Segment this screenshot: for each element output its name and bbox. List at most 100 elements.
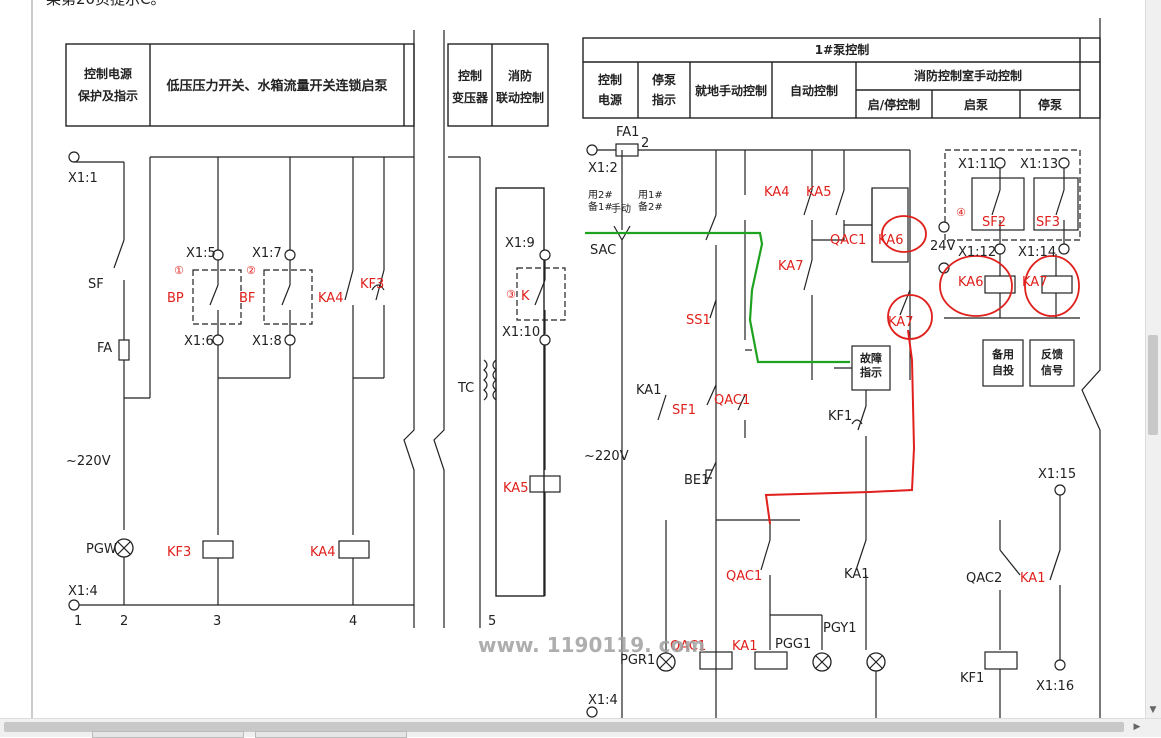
- terminal-x1-14: X1:14: [1018, 245, 1056, 260]
- header-start: 启泵: [964, 97, 988, 112]
- label-sf: SF: [88, 277, 104, 292]
- top-text: 某第20页提示C。: [46, 0, 166, 8]
- label-qac2: QAC2: [966, 571, 1002, 586]
- box-feedback: 反馈信号: [1041, 347, 1063, 377]
- left-labels: X1:1 SF FA ~220V PGW X1:4 X1:5 X1:7 X1:6…: [66, 171, 540, 629]
- label-ka6-coil: KA6: [958, 275, 983, 290]
- watermark: www. 1190119. com: [478, 633, 705, 657]
- right-title: 1#泵控制: [815, 42, 869, 57]
- annotations: [585, 215, 1080, 525]
- terminal-x1-6: X1:6: [184, 334, 214, 349]
- label-ka1-b: KA1: [844, 567, 869, 582]
- label-sf1: SF1: [672, 403, 696, 418]
- terminal-x1-10: X1:10: [502, 325, 540, 340]
- label-ka7-coil: KA7: [1022, 275, 1047, 290]
- label-ss1: SS1: [686, 313, 711, 328]
- label-be1: BE1: [684, 473, 709, 488]
- right-wiring: [586, 18, 1101, 718]
- terminal-x1-4-right: X1:4: [588, 693, 618, 708]
- sac-label-manual: 手动: [611, 202, 631, 215]
- marker-1: ①: [174, 264, 184, 277]
- column-1: 1: [74, 614, 82, 629]
- label-pgr1: PGR1: [620, 653, 655, 668]
- bottom-tab-1[interactable]: [92, 731, 244, 738]
- horizontal-scroll-thumb[interactable]: [4, 722, 1124, 732]
- marker-2: ②: [246, 264, 256, 277]
- label-qac1-b: QAC1: [714, 393, 750, 408]
- header-start-stop: 启/停控制: [868, 97, 920, 112]
- label-k: K: [521, 289, 530, 304]
- box-fault-indicator: 故障指示: [860, 351, 882, 379]
- label-pgy1: PGY1: [823, 621, 856, 636]
- right-header-table: 1#泵控制 控制电源 停泵指示 就地手动控制 自动控制 消防控制室手动控制 启/…: [582, 37, 1101, 119]
- label-ka7-contact-b: KA7: [888, 315, 913, 330]
- bottom-tab-2[interactable]: [255, 731, 407, 738]
- label-qac1-c: QAC1: [726, 569, 762, 584]
- header-power-protect: 控制电源保护及指示: [77, 66, 138, 103]
- green-trace: [585, 231, 850, 364]
- label-24v: 24V: [930, 239, 956, 254]
- label-ka5-coil: KA5: [503, 481, 528, 496]
- terminal-x1-12: X1:12: [958, 245, 996, 260]
- column-5: 5: [488, 614, 496, 629]
- label-tc: TC: [457, 381, 474, 396]
- terminal-x1-8: X1:8: [252, 334, 282, 349]
- label-qac1-contact: QAC1: [830, 233, 866, 248]
- label-sf3: SF3: [1036, 215, 1060, 230]
- header-transformer: 控制变压器: [452, 68, 489, 105]
- label-bp: BP: [167, 291, 184, 306]
- sac-label-1-2: 用1#备2#: [638, 190, 663, 213]
- label-kf1-coil: KF1: [960, 671, 984, 686]
- terminal-x1-9: X1:9: [505, 236, 535, 251]
- terminal-x1-1: X1:1: [68, 171, 98, 186]
- label-ka1-a: KA1: [636, 383, 661, 398]
- label-kf3-coil: KF3: [167, 545, 191, 560]
- label-220v-right: ~220V: [584, 449, 629, 464]
- red-trace: [764, 329, 916, 525]
- scroll-down-arrow-icon[interactable]: ▼: [1149, 705, 1157, 715]
- label-ka4: KA4: [318, 291, 343, 306]
- terminal-x1-13: X1:13: [1020, 157, 1058, 172]
- label-ka7-contact-a: KA7: [778, 259, 803, 274]
- label-ka1-c: KA1: [1020, 571, 1045, 586]
- header-ctrl-power: 控制电源: [598, 72, 622, 107]
- terminal-x1-5: X1:5: [186, 246, 216, 261]
- header-fire-room: 消防控制室手动控制: [914, 68, 1022, 83]
- header-local-manual: 就地手动控制: [695, 83, 767, 98]
- label-sac: SAC: [590, 243, 616, 258]
- label-ka5-contact: KA5: [806, 185, 831, 200]
- marker-4: ④: [956, 206, 966, 219]
- label-kf1-contact: KF1: [828, 409, 852, 424]
- header-stop: 停泵: [1038, 97, 1062, 112]
- label-pgg1: PGG1: [775, 637, 811, 652]
- circle-ka6-contact: [881, 215, 927, 253]
- pin-fa1-2: 2: [641, 136, 649, 151]
- vertical-scroll-thumb[interactable]: [1148, 335, 1158, 435]
- header-stop-indicator: 停泵指示: [652, 72, 676, 107]
- label-kf3: KF3: [360, 277, 384, 292]
- label-pgw: PGW: [86, 542, 117, 557]
- label-fa: FA: [97, 341, 112, 356]
- terminal-x1-2: X1:2: [588, 161, 618, 176]
- circle-ka7-coil: [1024, 255, 1080, 317]
- label-220v-left: ~220V: [66, 454, 111, 469]
- label-ka1-coil: KA1: [732, 639, 757, 654]
- header-pressure-switch: 低压压力开关、水箱流量开关连锁启泵: [165, 78, 387, 94]
- label-sf2: SF2: [982, 215, 1006, 230]
- label-qac1-coil: QAC1: [670, 639, 706, 654]
- header-auto: 自动控制: [790, 83, 838, 98]
- box-backup-auto: 备用自投: [991, 347, 1014, 377]
- column-2: 2: [120, 614, 128, 629]
- header-l0b: 保护及指示: [77, 88, 138, 103]
- label-ka4-contact: KA4: [764, 185, 789, 200]
- circle-ka7-contact: [887, 294, 933, 340]
- right-labels: FA1 2 X1:2 用2#备1# 手动 用1#备2# SAC KA4 KA5 …: [584, 125, 1076, 708]
- scroll-right-arrow-icon[interactable]: ▶: [1133, 722, 1141, 732]
- circle-ka6-coil: [939, 255, 1013, 317]
- terminal-x1-15: X1:15: [1038, 467, 1076, 482]
- terminal-x1-7: X1:7: [252, 246, 282, 261]
- column-4: 4: [349, 614, 357, 629]
- label-fa1: FA1: [616, 125, 639, 140]
- left-wiring: [68, 30, 566, 628]
